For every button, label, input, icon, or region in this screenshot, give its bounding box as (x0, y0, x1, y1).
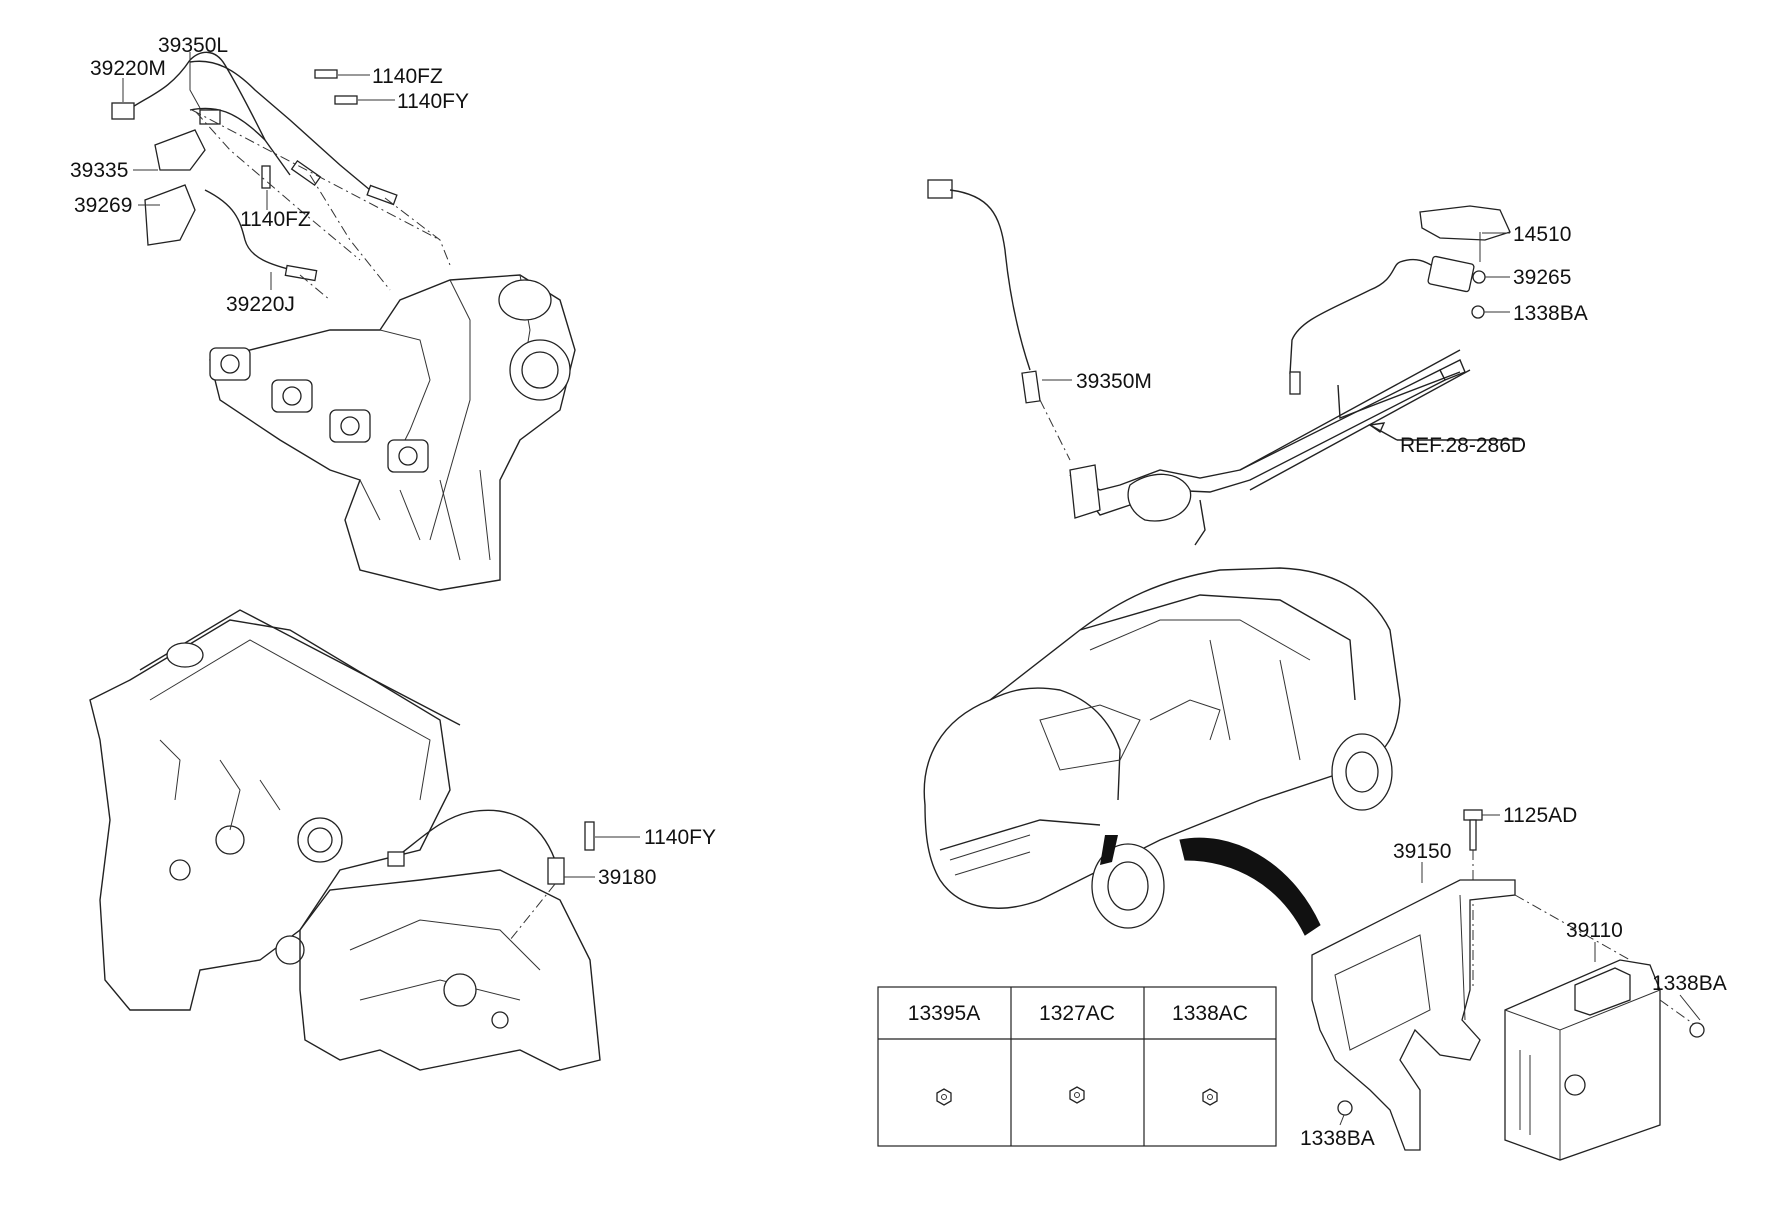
fastener-table: 13395A 1327AC 1338AC (877, 986, 1277, 1147)
label-1338BA-bottom: 1338BA (1300, 1127, 1375, 1150)
label-39350L: 39350L (158, 34, 228, 57)
nut-icon (1069, 1086, 1085, 1104)
vehicle-illustration (923, 567, 1401, 936)
label-39220J: 39220J (226, 293, 295, 316)
table-header-1327AC: 1327AC (1039, 1002, 1115, 1025)
label-1140FY-top: 1140FY (397, 90, 469, 113)
exhaust-pipe-assembly (927, 179, 1520, 546)
exhaust-manifold-assembly (111, 51, 576, 591)
label-39335: 39335 (70, 159, 128, 182)
leader-lines (122, 52, 1701, 1126)
label-39265: 39265 (1513, 266, 1571, 289)
engine-block-assembly (89, 609, 601, 1071)
label-39269: 39269 (74, 194, 132, 217)
table-header-1338AC: 1338AC (1172, 1002, 1248, 1025)
label-1140FZ-top: 1140FZ (372, 65, 443, 88)
label-1338BA-right: 1338BA (1652, 972, 1727, 995)
label-39180: 39180 (598, 866, 656, 889)
nut-icon (936, 1088, 952, 1106)
label-1140FZ-mid: 1140FZ (240, 208, 311, 231)
label-39110: 39110 (1566, 919, 1623, 942)
label-1125AD: 1125AD (1503, 804, 1577, 827)
label-39220M: 39220M (90, 57, 166, 80)
label-1338BA-top: 1338BA (1513, 302, 1588, 325)
label-1140FY-bottom: 1140FY (644, 826, 716, 849)
ecu-assembly (1311, 809, 1705, 1161)
label-39150: 39150 (1393, 840, 1451, 863)
callout-labels: 39350L 39220M 1140FZ 1140FY 39335 39269 … (70, 34, 1727, 1150)
nut-icon (1202, 1088, 1218, 1106)
label-ref-28-286D: REF.28-286D (1400, 434, 1526, 457)
label-39350M: 39350M (1076, 370, 1152, 393)
table-header-13395A: 13395A (908, 1002, 980, 1025)
label-14510: 14510 (1513, 223, 1571, 246)
